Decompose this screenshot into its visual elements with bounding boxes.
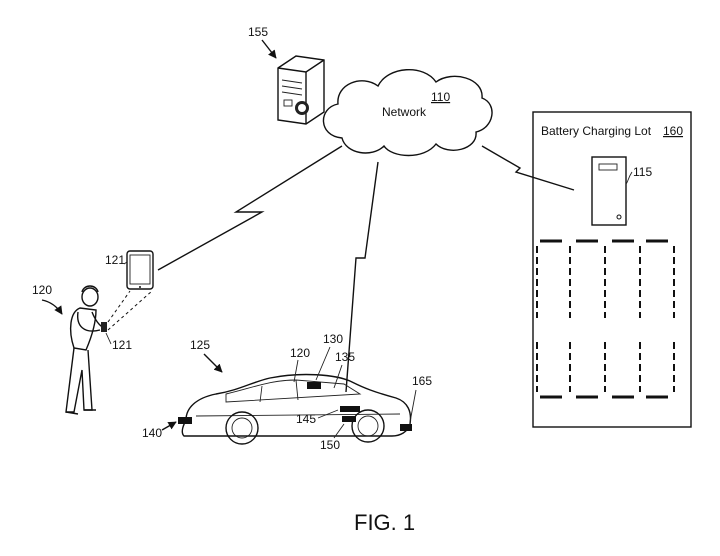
lot-ref: 160 [663, 124, 683, 138]
network-cloud: Network 110 [322, 68, 493, 157]
figure-caption: FIG. 1 [354, 510, 415, 535]
phone-ref-leader [123, 261, 128, 265]
vehicle-ref-arrow [203, 353, 223, 373]
phone-ref: 121 [105, 253, 125, 267]
car-icon [178, 373, 412, 445]
server-icon [277, 55, 325, 125]
ref-135: 135 [335, 350, 355, 364]
person-ref: 120 [32, 283, 52, 297]
station-ref-leader [625, 171, 633, 185]
parking-spaces-bottom [536, 342, 675, 399]
phone-ref-2-leader [105, 332, 112, 345]
charging-station-icon [591, 156, 627, 226]
ref-135-leader [333, 364, 343, 389]
person-ref-arrow [41, 299, 63, 315]
wireless-link-vehicle [345, 161, 379, 393]
server-ref: 155 [248, 25, 268, 39]
station-ref: 115 [633, 165, 652, 179]
ref-140-arrow [161, 421, 177, 431]
ref-150: 150 [320, 438, 340, 452]
network-label: Network [382, 105, 427, 119]
charging-lot: Battery Charging Lot 160 115 [532, 111, 692, 428]
server-ref-arrow [261, 39, 277, 59]
ref-165: 165 [412, 374, 432, 388]
lot-label: Battery Charging Lot [541, 124, 652, 138]
sensor-140 [178, 417, 192, 424]
wireless-link-phone [157, 145, 343, 271]
ref-145-leader [317, 409, 339, 419]
lot-border [532, 111, 692, 428]
vehicle-ref: 125 [190, 338, 210, 352]
ref-165-leader [409, 389, 417, 423]
ref-120: 120 [290, 346, 310, 360]
phone-ref-2: 121 [112, 338, 132, 352]
phone-icon [126, 250, 154, 290]
parking-spaces-top [536, 239, 675, 318]
ref-150-leader [333, 423, 345, 439]
ref-130-leader [315, 346, 331, 381]
sensor-130 [307, 382, 321, 389]
ref-140: 140 [142, 426, 162, 440]
ref-120-leader [293, 359, 299, 383]
sensor-145 [340, 406, 360, 412]
person-icon [65, 285, 107, 415]
ref-145: 145 [296, 412, 316, 426]
sensor-165 [400, 424, 412, 431]
network-ref: 110 [431, 90, 450, 104]
sensor-150 [342, 416, 356, 422]
wireless-link-lot [481, 145, 575, 191]
ref-130: 130 [323, 332, 343, 346]
view-lines [107, 290, 153, 331]
